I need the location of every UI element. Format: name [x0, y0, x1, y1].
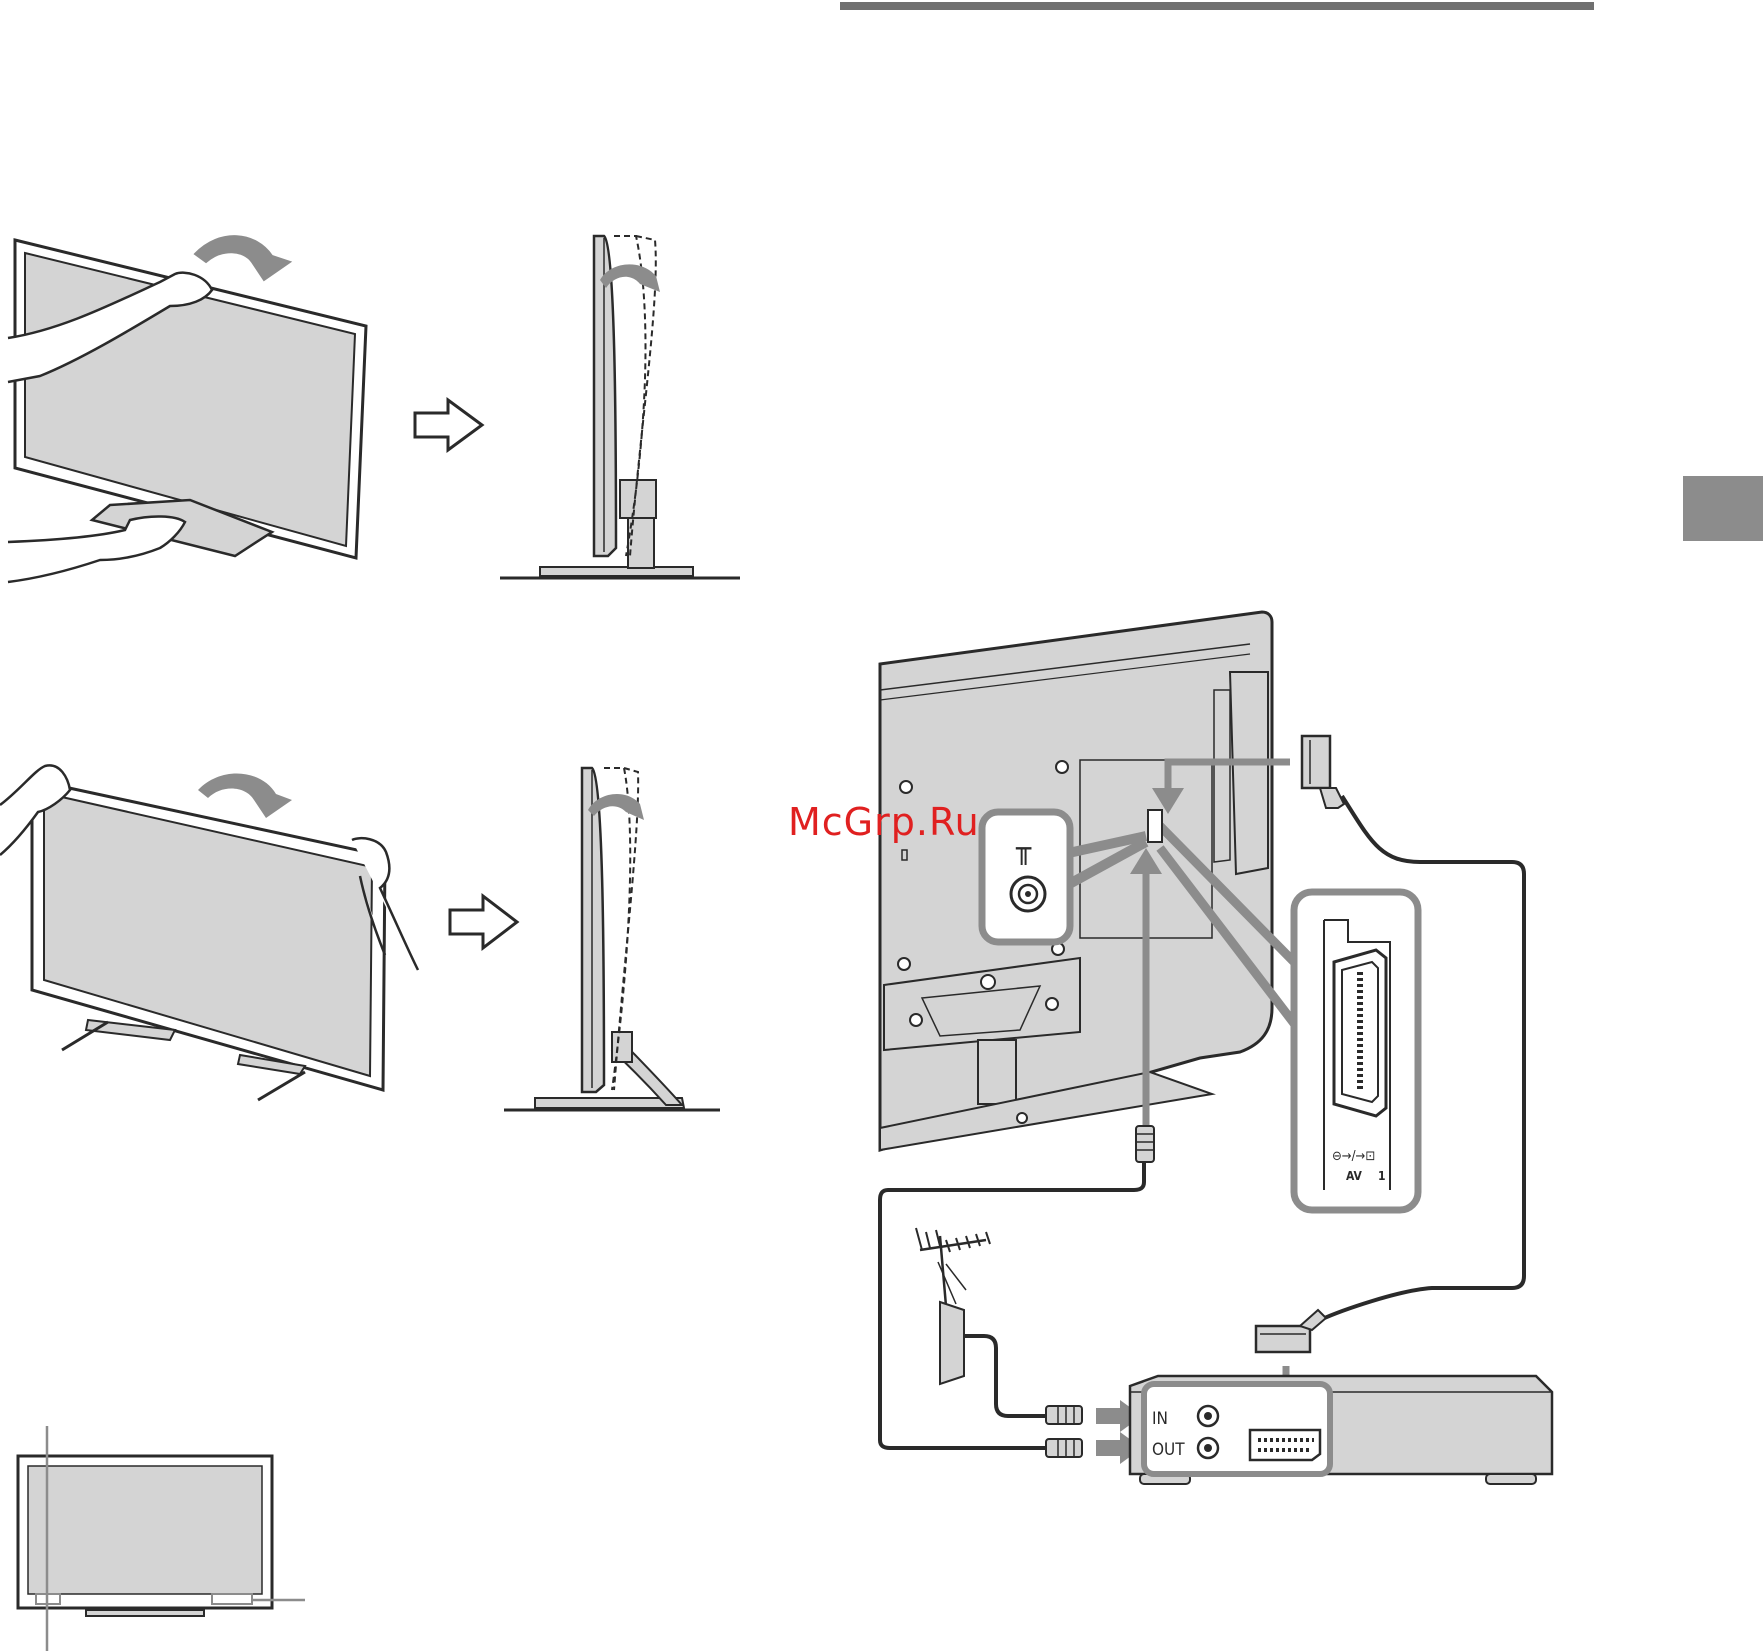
scart-icon-text: ⊖→/→⊡	[1332, 1149, 1375, 1164]
in-label: IN	[1152, 1409, 1168, 1429]
recorder-device: IN OUT	[1130, 1376, 1552, 1484]
push-arrow-icon	[415, 400, 482, 450]
scart-plug-icon	[1302, 736, 1344, 808]
watermark: McGrp.Ru	[788, 803, 980, 841]
tv-tilt-front-view-1	[8, 236, 366, 582]
section-tab	[1683, 476, 1763, 541]
tv-tilt-side-view-2	[504, 768, 720, 1110]
tv-tilt-front-view-2	[0, 765, 418, 1100]
scart-port-number: 1	[1378, 1169, 1386, 1183]
antenna-port-symbol: ╥	[1015, 832, 1032, 865]
out-label: OUT	[1152, 1440, 1185, 1460]
coax-plug-icon	[1046, 1406, 1082, 1424]
curved-arrow-icon	[198, 773, 292, 818]
antenna-icon	[916, 1228, 990, 1384]
recorder-scart-socket	[1250, 1430, 1320, 1460]
coax-plug-icon	[1136, 1126, 1154, 1162]
tv-front-small	[18, 1426, 305, 1651]
tv-tilt-side-view-1	[500, 236, 740, 578]
coax-cable-to-tv	[880, 1160, 1144, 1448]
hand-bottom	[8, 516, 185, 582]
header-bar	[840, 2, 1594, 10]
connection-diagram: ╥ ⊖→/→⊡ AV 1	[880, 612, 1552, 1484]
push-arrow-icon	[450, 896, 517, 948]
coax-plug-icon	[1046, 1439, 1082, 1457]
scart-port-label: AV	[1346, 1169, 1363, 1183]
curved-arrow-icon	[195, 236, 290, 280]
scart-plug-icon	[1256, 1310, 1326, 1352]
